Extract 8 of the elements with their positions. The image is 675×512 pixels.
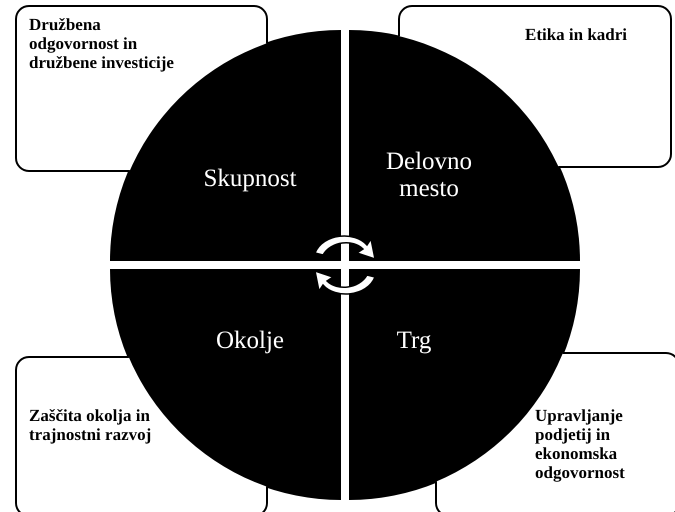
box-text: Družbena odgovornost in družbene investicije: [29, 15, 175, 72]
box-text: Etika in kadri: [525, 25, 628, 44]
box-text: Upravljanje podjetij in ekonomska odgovornost: [535, 406, 626, 482]
segment-label: Trg: [396, 327, 432, 354]
box-text: Zaščita okolja in trajnostni razvoj: [29, 406, 152, 444]
segment-label: Okolje: [214, 327, 286, 354]
segment-label: Delovno mesto: [384, 148, 474, 202]
segment-label: Skupnost: [202, 165, 298, 192]
